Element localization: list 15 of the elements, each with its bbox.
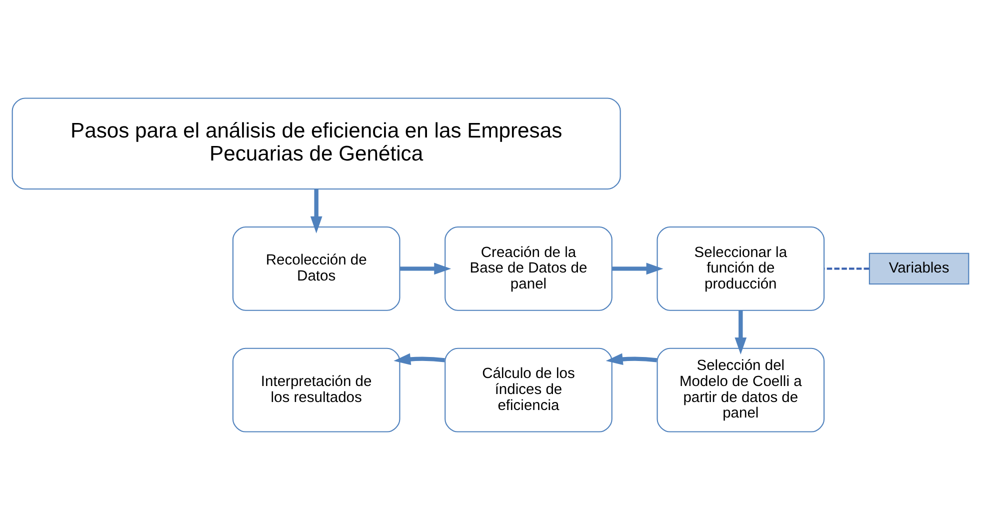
- arrow: [394, 352, 445, 365]
- node-box: Interpretación de los resultados: [232, 347, 400, 432]
- arrow: [606, 352, 658, 365]
- arrow: [400, 262, 452, 274]
- node-box: Creación de la Base de Datos de panel: [444, 226, 612, 310]
- node-box: Variables: [868, 252, 970, 284]
- node-box: Recolección de Datos: [232, 226, 400, 310]
- arrow: [734, 310, 747, 354]
- arrow: [310, 188, 322, 233]
- node-box: Selección del Modelo de Coelli a partir de datos de panel: [656, 347, 825, 432]
- connector: [824, 267, 870, 270]
- node-box: Cálculo de los índices de eficiencia: [444, 347, 612, 432]
- node-box: Pasos para el análisis de eficiencia en las Empresas Pecuarias de Genética: [12, 97, 621, 190]
- arrow: [612, 262, 664, 274]
- node-box: Seleccionar la función de producción: [656, 226, 825, 310]
